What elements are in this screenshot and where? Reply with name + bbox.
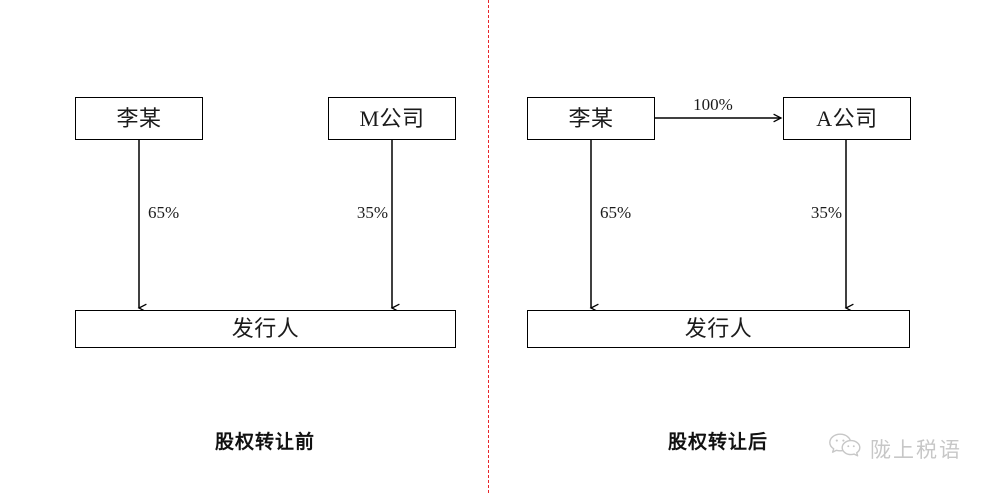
node-label: 发行人 [684,316,753,341]
caption-before: 股权转让前 [214,432,315,453]
vertical-dashed-divider [488,0,489,493]
node-label: 李某 [116,105,162,131]
edge-label-right-35: 35% [810,203,842,222]
caption-after: 股权转让后 [667,432,768,453]
node-a-company: A公司 [783,97,911,140]
node-issuer-after: 发行人 [527,310,910,348]
edge-label-right-100: 100% [693,95,733,114]
edge-label-left-65: 65% [148,203,180,222]
node-issuer-before: 发行人 [75,310,456,348]
node-label: M公司 [359,105,425,131]
edge-label-left-35: 35% [356,203,388,222]
watermark-text: 陇上税语 [870,437,962,462]
node-li-mou-before: 李某 [75,97,203,140]
watermark: 陇上税语 [828,432,962,465]
node-label: A公司 [816,105,878,131]
node-m-company: M公司 [328,97,456,140]
edge-label-right-65: 65% [600,203,632,222]
wechat-icon [828,432,862,465]
node-label: 发行人 [231,316,300,341]
node-li-mou-after: 李某 [527,97,655,140]
node-label: 李某 [568,105,614,131]
